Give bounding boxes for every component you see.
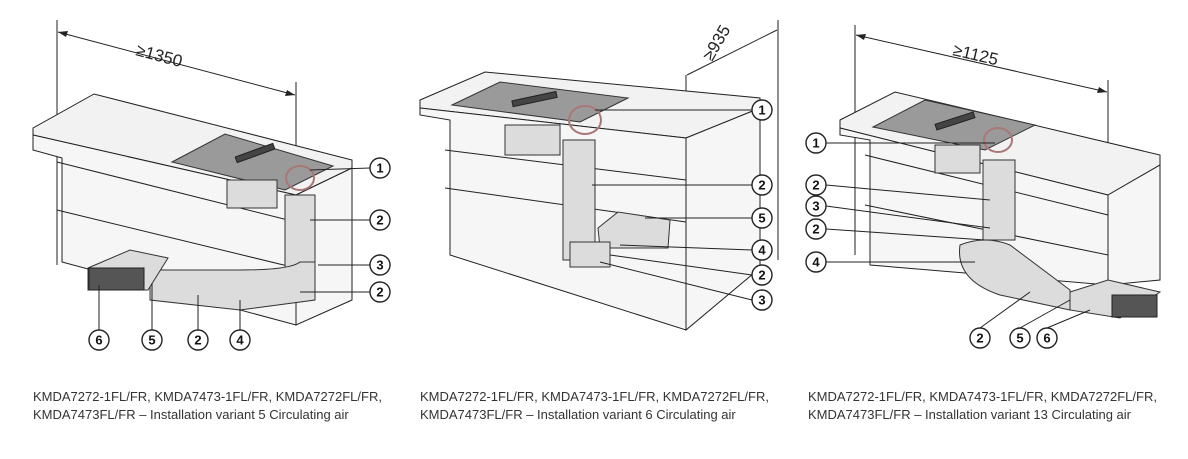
callout-1: 1 (751, 99, 773, 121)
callout-2: 2 (805, 174, 827, 196)
callout-3: 3 (369, 254, 391, 276)
callout-number: 1 (376, 161, 383, 176)
installation-diagrams: ≥1350 1 2 3 2 6 5 2 4 ≥935 (32, 20, 1162, 351)
callouts-variant-5: 1 2 3 2 6 5 2 4 (88, 157, 391, 351)
callout-2: 2 (751, 174, 773, 196)
callout-2: 2 (969, 327, 991, 349)
caption-variant-13: KMDA7272-1FL/FR, KMDA7473-1FL/FR, KMDA72… (808, 389, 1157, 422)
callout-2: 2 (369, 281, 391, 303)
callout-number: 2 (812, 178, 819, 193)
callout-number: 3 (758, 293, 765, 308)
callout-6: 6 (1036, 327, 1058, 349)
diagram-variant-5: ≥1350 (32, 20, 353, 326)
callout-number: 2 (812, 222, 819, 237)
callout-number: 1 (758, 103, 765, 118)
dimension-label: ≥1350 (134, 41, 184, 72)
callout-number: 2 (376, 213, 383, 228)
callout-3: 3 (751, 289, 773, 311)
callout-number: 2 (976, 331, 983, 346)
callout-number: 5 (758, 211, 765, 226)
diagram-variant-6: ≥935 (419, 20, 779, 332)
callouts-variant-6: 1 2 5 4 2 3 (592, 99, 773, 311)
callout-4: 4 (751, 239, 773, 261)
callout-number: 5 (1016, 331, 1023, 346)
callout-1: 1 (805, 132, 827, 154)
callout-5: 5 (751, 207, 773, 229)
callout-number: 3 (376, 258, 383, 273)
callouts-variant-13: 1 2 3 2 4 2 5 6 (805, 132, 1091, 349)
callout-number: 2 (758, 178, 765, 193)
callout-1: 1 (369, 157, 391, 179)
callout-number: 2 (758, 268, 765, 283)
callout-number: 6 (95, 333, 102, 348)
callout-number: 5 (148, 333, 155, 348)
callout-number: 4 (236, 333, 244, 348)
callout-5: 5 (141, 329, 163, 351)
callout-number: 2 (376, 285, 383, 300)
callout-number: 3 (812, 199, 819, 214)
callout-2: 2 (369, 209, 391, 231)
diagram-variant-13: ≥1125 (839, 25, 1162, 319)
callout-number: 4 (812, 255, 820, 270)
callout-number: 6 (1043, 331, 1050, 346)
callout-2: 2 (751, 264, 773, 286)
caption-variant-5: KMDA7272-1FL/FR, KMDA7473-1FL/FR, KMDA72… (33, 389, 382, 422)
callout-4: 4 (229, 329, 251, 351)
callout-number: 4 (758, 243, 766, 258)
dimension-label: ≥935 (699, 22, 734, 64)
caption-variant-6: KMDA7272-1FL/FR, KMDA7473-1FL/FR, KMDA72… (420, 389, 769, 422)
callout-4: 4 (805, 251, 827, 273)
callout-6: 6 (88, 329, 110, 351)
callout-2: 2 (187, 329, 209, 351)
callout-5: 5 (1009, 327, 1031, 349)
dimension-label: ≥1125 (951, 40, 1000, 69)
callout-number: 1 (812, 136, 819, 151)
callout-number: 2 (194, 333, 201, 348)
callout-3: 3 (805, 195, 827, 217)
callout-2: 2 (805, 218, 827, 240)
